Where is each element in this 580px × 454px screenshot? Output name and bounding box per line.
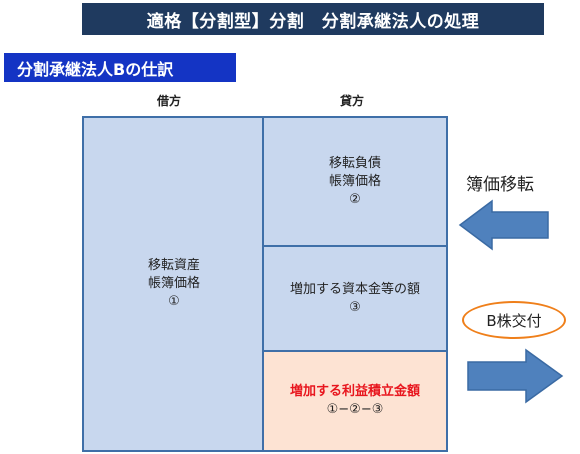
capital-line2: ③ <box>349 299 361 315</box>
credit-column-label: 貸方 <box>340 94 365 108</box>
capital-line1: 増加する資本金等の額 <box>289 281 420 297</box>
debit-box-line1: 移転資産 <box>147 258 200 273</box>
credit-liabilities-box: 移転負債 帳簿価格 ② <box>262 116 448 247</box>
liabilities-line1: 移転負債 <box>328 155 381 171</box>
debit-column-label: 借方 <box>157 94 182 108</box>
retained-line2: ①−②−③ <box>326 402 384 417</box>
liabilities-line2: 帳簿価格 <box>328 173 381 189</box>
arrow-left-icon <box>458 199 549 251</box>
liabilities-line3: ② <box>349 191 361 207</box>
credit-capital-box: 増加する資本金等の額 ③ <box>262 245 448 352</box>
b-share-issue-label: B株交付 <box>486 311 542 330</box>
debit-transferred-assets-box: 移転資産 帳簿価格 ① <box>82 116 266 452</box>
debit-box-line2: 帳簿価格 <box>147 276 200 291</box>
retained-line1: 増加する利益積立金額 <box>289 384 420 399</box>
page-title: 適格【分割型】分割 分割承継法人の処理 <box>146 11 480 32</box>
section-title-text: 分割承継法人Bの仕訳 <box>17 59 174 79</box>
debit-box-line3: ① <box>168 294 180 309</box>
section-title: 分割承継法人Bの仕訳 <box>4 53 236 82</box>
b-share-issue-oval: B株交付 <box>462 301 566 339</box>
credit-retained-earnings-box: 増加する利益積立金額 ①−②−③ <box>262 350 448 452</box>
arrow-right-icon <box>467 348 564 404</box>
page-title-banner: 適格【分割型】分割 分割承継法人の処理 <box>82 3 544 35</box>
book-value-transfer-label: 簿価移転 <box>466 175 534 195</box>
